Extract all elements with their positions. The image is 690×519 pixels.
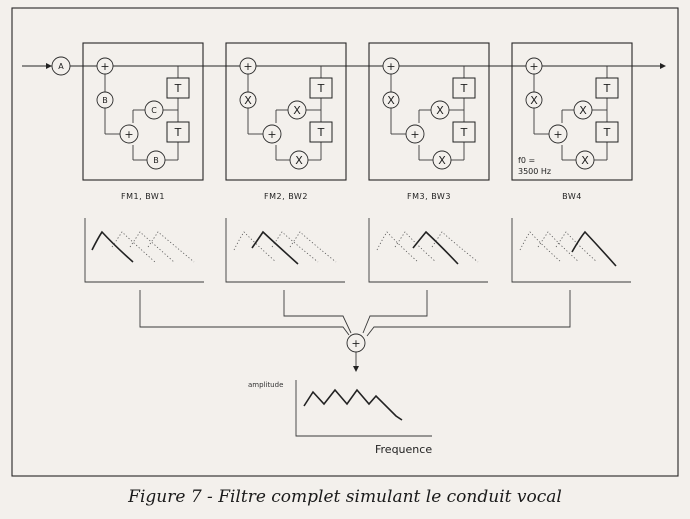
delay-bottom-symbol: T bbox=[317, 126, 325, 139]
adder-top-symbol: + bbox=[386, 60, 395, 73]
delay-bottom-symbol: T bbox=[174, 126, 182, 139]
coef-mid-right: X bbox=[436, 104, 444, 117]
stage-box bbox=[82, 42, 204, 181]
input-gain-label: A bbox=[58, 62, 64, 71]
stage-caption: BW4 bbox=[562, 192, 582, 201]
delay-top-symbol: T bbox=[603, 82, 611, 95]
response-panel-2 bbox=[225, 218, 345, 283]
coef-top-left: B bbox=[102, 96, 108, 105]
stage-3: + X X + X T T FM3, BW3 bbox=[368, 42, 490, 201]
stage-4: + X X + X T T BW4 f0 = 3500 Hz bbox=[511, 42, 633, 201]
coef-top-left: X bbox=[244, 94, 252, 107]
summing-connections bbox=[139, 290, 571, 372]
response-panel-1 bbox=[84, 218, 204, 283]
stage-caption: FM3, BW3 bbox=[407, 192, 451, 201]
response-panel-3 bbox=[368, 218, 488, 283]
coef-bottom: X bbox=[581, 154, 589, 167]
coef-bottom: B bbox=[153, 156, 159, 165]
f0-note-line2: 3500 Hz bbox=[518, 167, 551, 176]
amplitude-axis-label: amplitude bbox=[248, 381, 283, 389]
adder-mid-symbol: + bbox=[267, 128, 276, 141]
f0-note-line1: f0 = bbox=[518, 156, 535, 165]
coef-mid-right: X bbox=[579, 104, 587, 117]
adder-top-symbol: + bbox=[243, 60, 252, 73]
output-spectrum-plot: amplitude Frequence bbox=[248, 380, 432, 456]
stage-caption: FM2, BW2 bbox=[264, 192, 308, 201]
delay-bottom-symbol: T bbox=[603, 126, 611, 139]
frequency-axis-label: Frequence bbox=[375, 443, 432, 456]
coef-bottom: X bbox=[295, 154, 303, 167]
coef-mid-right: C bbox=[151, 106, 157, 115]
stage-box bbox=[225, 42, 347, 181]
figure-caption: Figure 7 - Filtre complet simulant le co… bbox=[127, 487, 562, 507]
stage-caption: FM1, BW1 bbox=[121, 192, 165, 201]
response-panel-4 bbox=[511, 218, 631, 283]
adder-mid-symbol: + bbox=[410, 128, 419, 141]
outer-frame bbox=[11, 7, 679, 477]
output-arrow bbox=[660, 63, 666, 69]
coef-mid-right: X bbox=[293, 104, 301, 117]
sum-node: + bbox=[346, 333, 366, 353]
coef-top-left: X bbox=[387, 94, 395, 107]
stage-1: + B C + B T T FM1, BW1 bbox=[82, 42, 204, 201]
stage-box bbox=[368, 42, 490, 181]
adder-top-symbol: + bbox=[100, 60, 109, 73]
input-arrow bbox=[46, 63, 52, 69]
adder-mid-symbol: + bbox=[553, 128, 562, 141]
sum-node-symbol: + bbox=[351, 337, 360, 350]
stage-2: + X X + X T T FM2, BW2 bbox=[225, 42, 347, 201]
delay-top-symbol: T bbox=[460, 82, 468, 95]
delay-top-symbol: T bbox=[317, 82, 325, 95]
delay-bottom-symbol: T bbox=[460, 126, 468, 139]
coef-bottom: X bbox=[438, 154, 446, 167]
delay-top-symbol: T bbox=[174, 82, 182, 95]
coef-top-left: X bbox=[530, 94, 538, 107]
input-gain-node: A bbox=[51, 56, 71, 76]
adder-top-symbol: + bbox=[529, 60, 538, 73]
stage-box bbox=[511, 42, 633, 181]
adder-mid-symbol: + bbox=[124, 128, 133, 141]
